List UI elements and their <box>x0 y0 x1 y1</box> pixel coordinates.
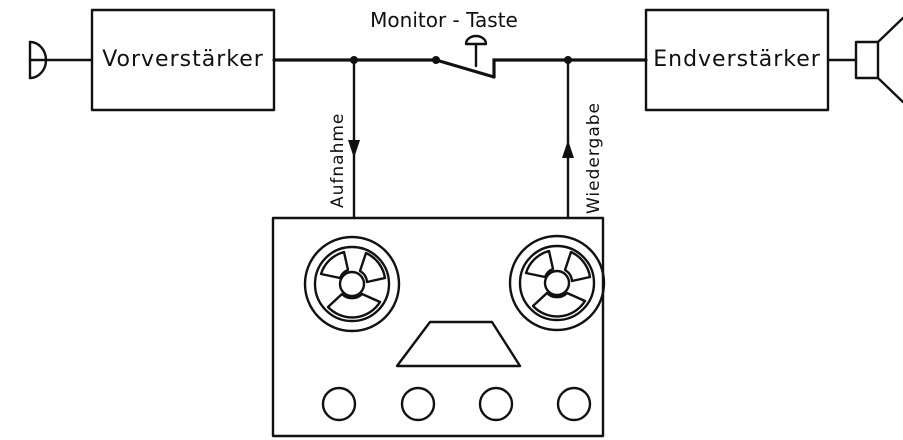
knob-2 <box>400 386 436 422</box>
record-label: Aufnahme <box>328 113 348 208</box>
knob-3 <box>478 386 514 422</box>
tape-recorder-icon <box>271 216 606 438</box>
playback-label: Wiedergabe <box>584 102 604 214</box>
tape-head-cover <box>395 320 522 368</box>
preamp-block: Vorverstärker <box>90 8 276 112</box>
loudspeaker-icon <box>826 16 903 104</box>
left-reel-icon <box>303 235 401 333</box>
monitor-switch-label: Monitor - Taste <box>370 8 518 32</box>
knob-1 <box>321 386 357 422</box>
monitor-switch <box>432 34 648 79</box>
poweramp-block: Endverstärker <box>644 8 830 112</box>
knob-4 <box>556 386 592 422</box>
record-line <box>348 58 360 220</box>
right-reel-icon <box>508 234 606 332</box>
playback-line <box>562 58 574 220</box>
preamp-label: Vorverstärker <box>102 47 264 72</box>
poweramp-label: Endverstärker <box>653 47 821 72</box>
microphone-icon <box>28 40 94 80</box>
